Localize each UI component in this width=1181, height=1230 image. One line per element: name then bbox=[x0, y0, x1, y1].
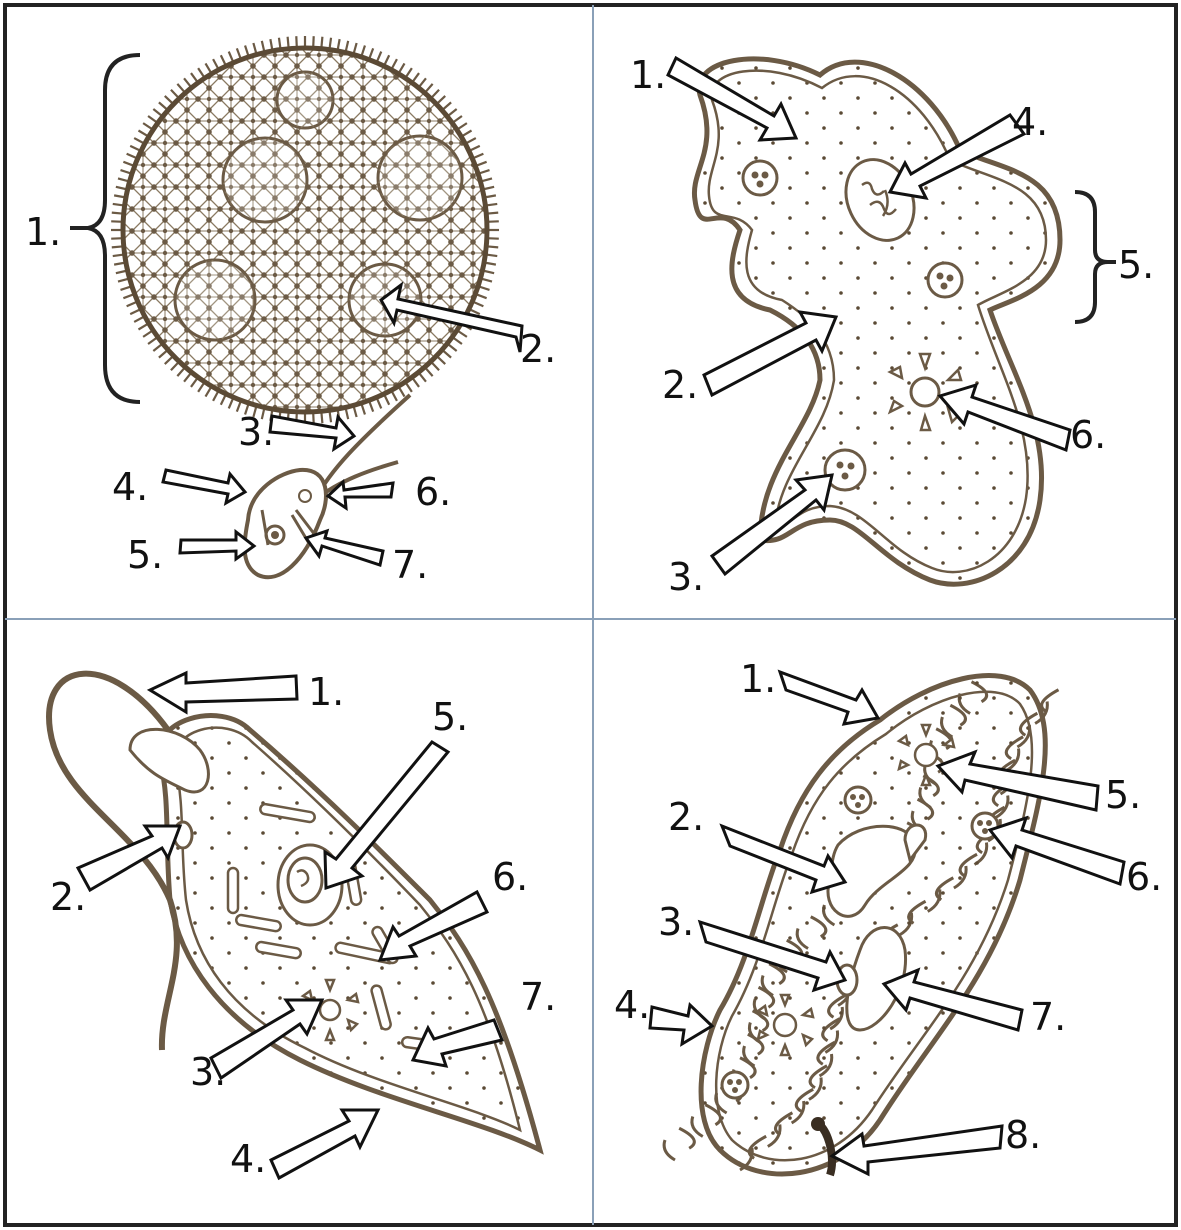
br-label-2: 2. bbox=[668, 795, 704, 839]
tl-label-6: 6. bbox=[415, 470, 451, 514]
br-label-7: 7. bbox=[1030, 995, 1066, 1039]
tr-label-2: 2. bbox=[662, 363, 698, 407]
tr-label-5: 5. bbox=[1118, 243, 1154, 287]
tr-label-6: 6. bbox=[1070, 413, 1106, 457]
br-label-8: 8. bbox=[1005, 1113, 1041, 1157]
bl-label-2: 2. bbox=[50, 875, 86, 919]
colony-illustration bbox=[111, 36, 499, 424]
br-label-4: 4. bbox=[614, 983, 650, 1027]
tl-label-2: 2. bbox=[520, 327, 556, 371]
cilium bbox=[664, 1140, 675, 1160]
tl-label-4: 4. bbox=[112, 465, 148, 509]
paramecium-illustration bbox=[664, 676, 1058, 1175]
bl-label-6: 6. bbox=[492, 855, 528, 899]
tr-label-1: 1. bbox=[630, 53, 666, 97]
cilium bbox=[679, 1128, 694, 1148]
bl-label-1: 1. bbox=[308, 670, 344, 714]
tl-label-7: 7. bbox=[392, 543, 428, 587]
tl-label-3: 3. bbox=[238, 410, 274, 454]
tl-label-1: 1. bbox=[25, 210, 61, 254]
bl-label-3: 3. bbox=[190, 1050, 226, 1094]
bl-label-4: 4. bbox=[230, 1137, 266, 1181]
br-label-1: 1. bbox=[740, 657, 776, 701]
br-label-5: 5. bbox=[1105, 773, 1141, 817]
tr-label-4: 4. bbox=[1012, 100, 1048, 144]
cilium bbox=[1042, 690, 1059, 712]
cilium bbox=[692, 1117, 703, 1137]
tr-label-3: 3. bbox=[668, 555, 704, 599]
bl-label-7: 7. bbox=[520, 975, 556, 1019]
amoeba-bracket bbox=[1075, 192, 1108, 322]
br-label-3: 3. bbox=[658, 900, 694, 944]
br-label-6: 6. bbox=[1126, 855, 1162, 899]
tl-label-5: 5. bbox=[127, 533, 163, 577]
bl-label-5: 5. bbox=[432, 695, 468, 739]
